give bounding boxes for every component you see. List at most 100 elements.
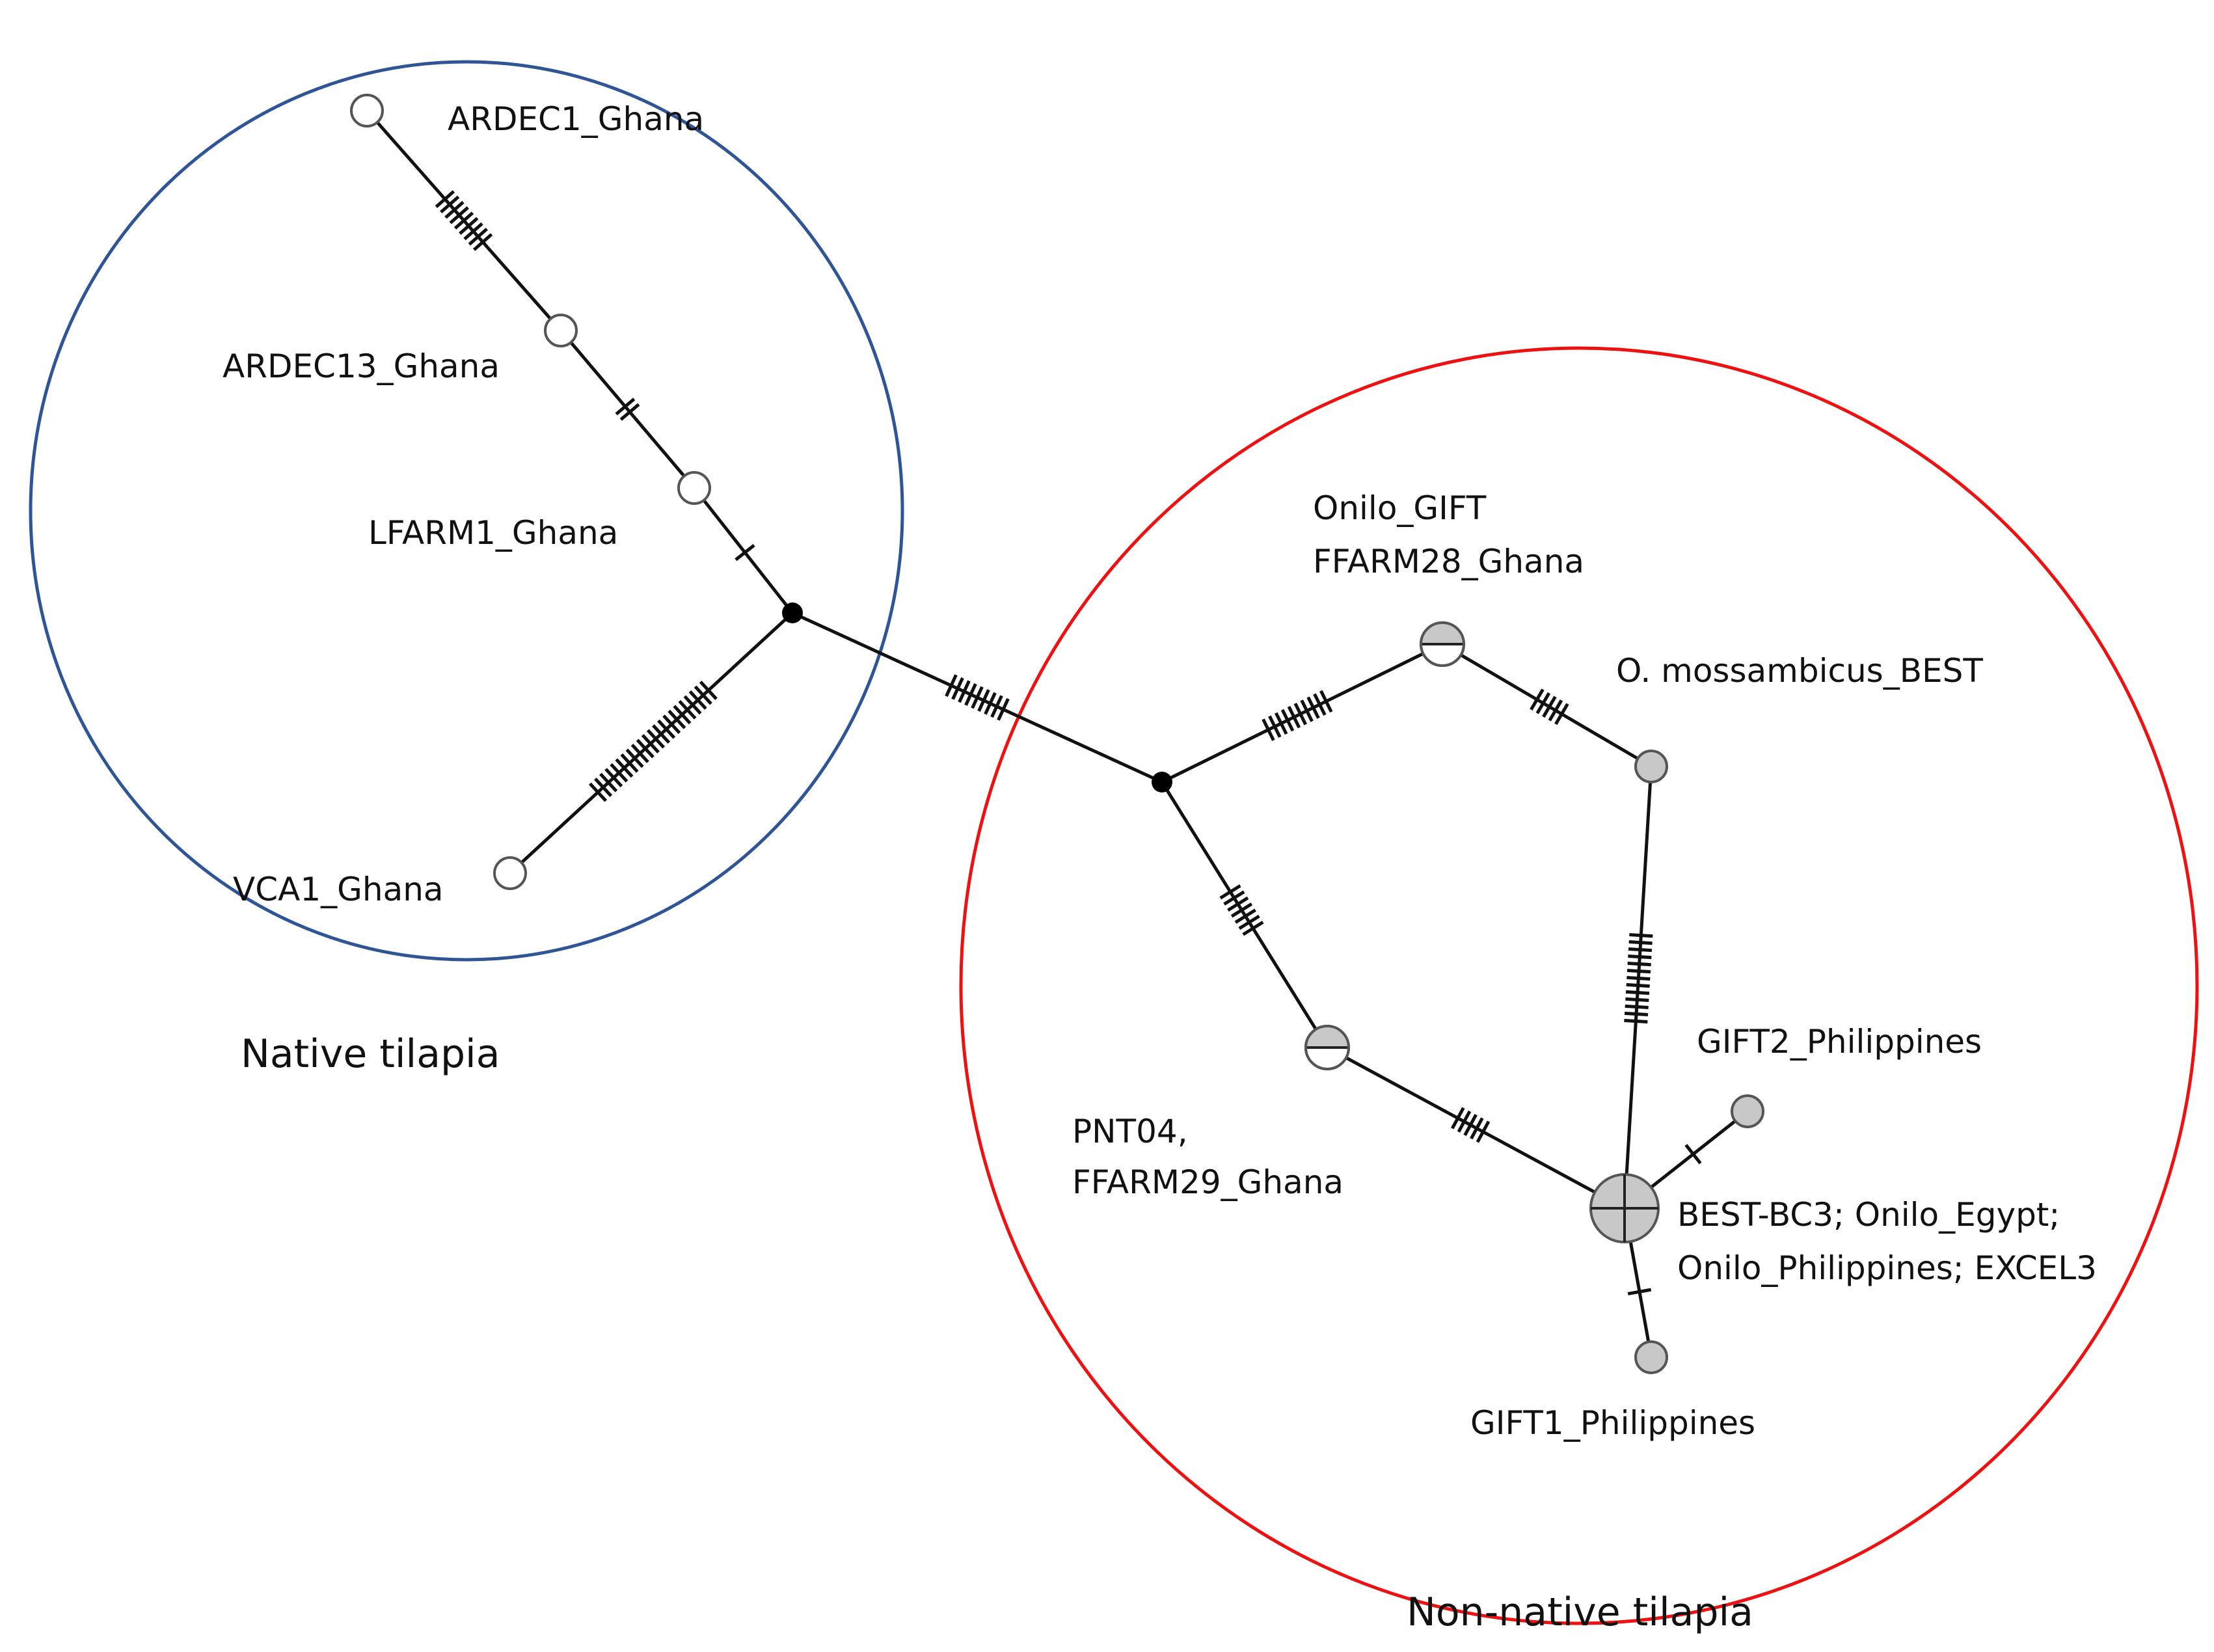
- mutation-tick: [625, 748, 644, 768]
- mutation-tick: [620, 753, 639, 773]
- mutation-tick: [951, 677, 964, 700]
- mutation-tick: [1319, 690, 1333, 713]
- mutation-tick: [1306, 696, 1320, 719]
- label-mossambicus: O. mossambicus_BEST: [1616, 652, 1983, 690]
- node-mossambicus: [1634, 750, 1668, 783]
- edge-onilo_gift-mossambicus: [1441, 642, 1653, 768]
- mutation-tick: [463, 222, 483, 241]
- mutation-tick: [1625, 1004, 1649, 1010]
- edge-mossambicus-best: [1623, 766, 1653, 1209]
- mutation-tick: [984, 692, 997, 715]
- mutation-tick: [1238, 914, 1260, 930]
- label-onilo-gift-line2: FFARM28_Ghana: [1313, 543, 1584, 580]
- node-ardec1: [350, 94, 384, 128]
- mutation-tick: [1624, 1018, 1648, 1023]
- mutation-tick: [1535, 692, 1551, 714]
- mutation-tick: [990, 695, 1003, 718]
- mutation-tick: [1627, 968, 1651, 974]
- mutation-tick: [1548, 699, 1563, 722]
- group-label-native: Native tilapia: [241, 1031, 500, 1077]
- mutation-tick: [1542, 696, 1557, 718]
- mutation-tick: [1313, 693, 1327, 716]
- mutation-tick: [1627, 961, 1651, 967]
- mutation-tick: [1470, 1117, 1484, 1140]
- node-gift2: [1731, 1094, 1764, 1128]
- mutation-tick: [449, 206, 469, 224]
- mutation-tick: [619, 403, 640, 421]
- mutation-tick: [615, 398, 636, 416]
- mutation-tick: [735, 544, 755, 562]
- mutation-tick: [977, 689, 990, 712]
- mutation-tick: [641, 734, 660, 753]
- mutation-tick: [997, 697, 1010, 721]
- mutation-tick: [594, 778, 613, 798]
- mutation-tick: [1275, 712, 1288, 735]
- group-label-nonnative: Non-native tilapia: [1407, 1590, 1753, 1635]
- mutation-tick: [945, 674, 958, 697]
- mutation-tick: [958, 680, 971, 703]
- mutation-tick: [1530, 688, 1545, 711]
- mutation-tick: [1242, 921, 1264, 936]
- network-nodes: [350, 94, 1764, 1374]
- median-vector-2: [1152, 772, 1172, 792]
- label-ardec13: ARDEC13_Ghana: [223, 347, 500, 385]
- mutation-tick: [1476, 1120, 1491, 1143]
- label-pnt04-line2: FFARM29_Ghana: [1072, 1163, 1343, 1201]
- mutation-tick: [1300, 699, 1314, 722]
- mutation-tick: [662, 714, 681, 735]
- mutation-tick: [652, 724, 671, 744]
- mutation-tick: [1262, 718, 1275, 741]
- mutation-tick: [1227, 896, 1249, 912]
- mutation-tick: [1628, 955, 1652, 960]
- mutation-tick: [1629, 933, 1653, 938]
- network-edges: [366, 109, 1749, 1358]
- mutation-tick: [1280, 709, 1295, 732]
- mutation-tick: [1451, 1107, 1465, 1130]
- mutation-tick: [435, 190, 455, 208]
- mutation-tick: [472, 233, 493, 251]
- mutation-tick: [964, 683, 977, 706]
- mutation-tick: [1628, 940, 1653, 945]
- mutation-tick: [615, 758, 634, 778]
- mutation-tick: [688, 690, 707, 710]
- edge-ardec13-lfarm1: [560, 329, 695, 489]
- label-gift2: GIFT2_Philippines: [1697, 1023, 1982, 1061]
- mutation-tick: [588, 782, 608, 802]
- node-pnt04: [1304, 1025, 1350, 1070]
- mutation-tick: [599, 772, 618, 792]
- edge-mv2-onilo_gift: [1161, 642, 1444, 784]
- mutation-tick: [1293, 703, 1307, 725]
- mutation-tick: [678, 699, 697, 720]
- node-best: [1589, 1173, 1660, 1243]
- mutation-tick: [468, 227, 488, 246]
- mutation-tick: [444, 200, 465, 219]
- label-vca1: VCA1_Ghana: [233, 871, 444, 908]
- mutation-tick: [636, 738, 655, 759]
- mutation-tick: [604, 768, 623, 788]
- node-vca1: [493, 856, 527, 890]
- label-onilo-gift-line1: Onilo_GIFT: [1313, 489, 1487, 527]
- label-best-line2: Onilo_Philippines; EXCEL3: [1677, 1249, 2097, 1287]
- label-ardec1: ARDEC1_Ghana: [448, 100, 704, 138]
- mutation-tick: [683, 695, 702, 715]
- mutation-tick: [453, 211, 474, 230]
- mutation-tick: [1627, 1288, 1652, 1295]
- mutation-tick: [694, 685, 712, 705]
- mutation-tick: [1234, 908, 1256, 924]
- label-lfarm1: LFARM1_Ghana: [368, 514, 618, 552]
- nonnative-group-ellipse: [959, 346, 2199, 1625]
- node-ardec13: [544, 314, 578, 347]
- mutation-tick: [1268, 715, 1282, 738]
- mutation-tick: [459, 217, 479, 236]
- mutation-tick: [440, 195, 460, 214]
- mutation-tick: [971, 686, 984, 709]
- node-gift1: [1634, 1340, 1668, 1374]
- median-vector-1: [782, 603, 803, 623]
- node-onilo-gift: [1420, 621, 1465, 667]
- mutation-tick: [1625, 997, 1649, 1003]
- mutation-tick: [1626, 982, 1650, 988]
- mutation-tick: [1230, 902, 1253, 918]
- mutation-tick: [1627, 975, 1651, 981]
- mutation-tick: [1628, 947, 1653, 953]
